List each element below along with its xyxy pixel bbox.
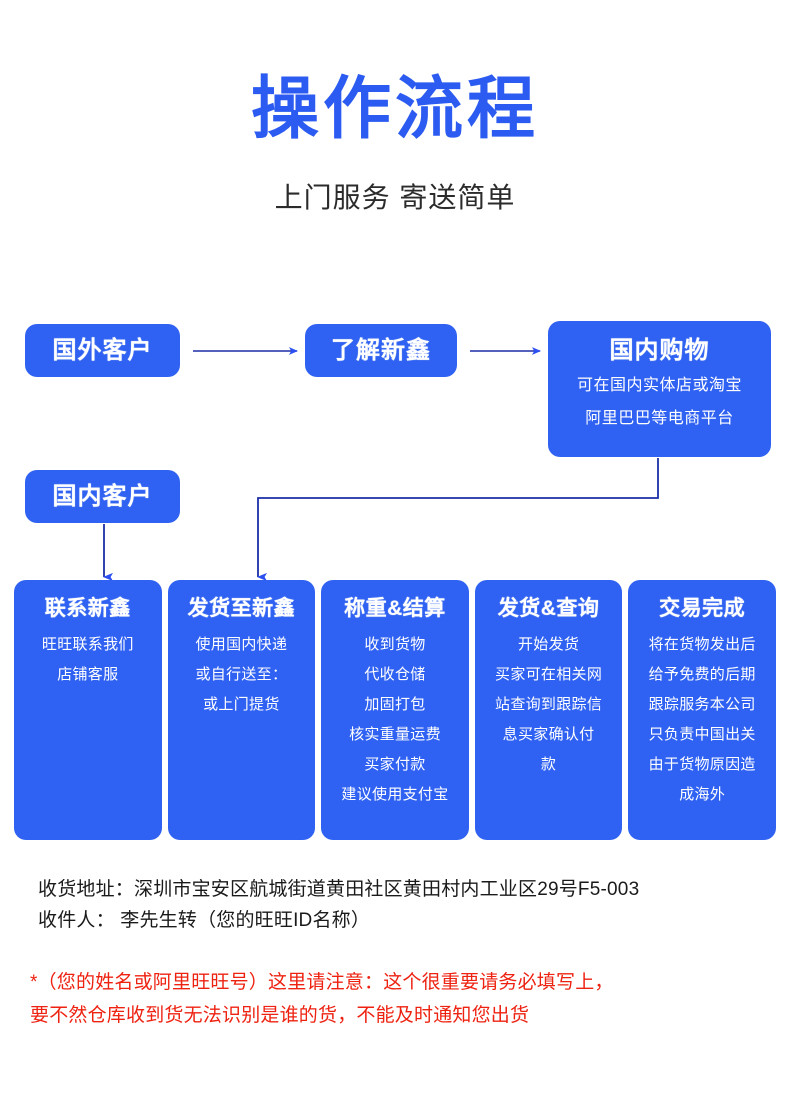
step-card-weigh-settle[interactable]: 称重&结算 收到货物 代收仓储 加固打包 核实重量运费 买家付款 建议使用支付宝 — [321, 580, 469, 840]
warning-line: 要不然仓库收到货无法识别是谁的货，不能及时通知您出货 — [30, 1005, 530, 1026]
step-card-line: 或自行送至： — [195, 666, 288, 683]
step-card-line: 开始发货 — [517, 636, 580, 653]
step-card-complete[interactable]: 交易完成 将在货物发出后 给予免费的后期 跟踪服务本公司 只负责中国出关 由于货… — [628, 580, 776, 840]
flow-node-learn-xinxin[interactable]: 了解新鑫 — [305, 324, 457, 377]
warning-line: *（您的姓名或阿里旺旺号）这里请注意：这个很重要请务必填写上， — [30, 972, 614, 993]
flow-node-foreign-customer[interactable]: 国外客户 — [25, 324, 180, 377]
flow-node-domestic-customer[interactable]: 国内客户 — [25, 470, 180, 523]
flow-node-title: 国内客户 — [52, 483, 153, 510]
step-card-ship-track[interactable]: 发货&查询 开始发货 买家可在相关网 站查询到跟踪信 息买家确认付 款 — [474, 580, 623, 840]
step-card-line: 给予免费的后期 — [648, 666, 756, 683]
step-card-row: 联系新鑫 旺旺联系我们 店铺客服 发货至新鑫 使用国内快递 或自行送至： 或上门… — [14, 580, 776, 840]
arrow-shopping-to-shipto — [257, 458, 659, 582]
flow-node-domestic-shopping[interactable]: 国内购物 可在国内实体店或淘宝 阿里巴巴等电商平台 — [548, 321, 771, 457]
flow-node-line: 阿里巴巴等电商平台 — [585, 410, 734, 427]
step-card-line: 或上门提货 — [203, 696, 280, 713]
flow-node-line: 可在国内实体店或淘宝 — [576, 377, 742, 394]
page-subtitle: 上门服务 寄送简单 — [274, 182, 516, 213]
step-card-line: 收到货物 — [364, 636, 426, 653]
step-card-title: 称重&结算 — [344, 597, 446, 620]
flow-node-title: 了解新鑫 — [331, 337, 431, 364]
step-card-line: 代收仓储 — [364, 666, 426, 683]
flow-node-title: 国外客户 — [52, 337, 153, 364]
step-card-line: 成海外 — [679, 786, 726, 803]
step-card-title: 联系新鑫 — [44, 597, 131, 620]
page-title: 操作流程 — [250, 71, 539, 147]
step-card-title: 发货至新鑫 — [187, 597, 296, 620]
step-card-line: 息买家确认付 — [502, 726, 595, 743]
step-card-title: 发货&查询 — [497, 597, 600, 620]
warning-note: *（您的姓名或阿里旺旺号）这里请注意：这个很重要请务必填写上， 要不然仓库收到货… — [30, 966, 780, 1032]
recipient-line: 收件人： 李先生转（您的旺旺ID名称） — [38, 910, 371, 931]
step-card-line: 建议使用支付宝 — [341, 786, 449, 803]
step-card-title: 交易完成 — [659, 597, 746, 620]
step-card-line: 站查询到跟踪信 — [495, 696, 603, 713]
step-card-line: 跟踪服务本公司 — [648, 696, 756, 713]
step-card-line: 旺旺联系我们 — [41, 636, 134, 653]
step-card-contact[interactable]: 联系新鑫 旺旺联系我们 店铺客服 — [14, 580, 162, 840]
step-card-line: 使用国内快递 — [195, 636, 288, 653]
shipping-address-block: 收货地址：深圳市宝安区航城街道黄田社区黄田村内工业区29号F5-003 收件人：… — [38, 874, 778, 936]
step-card-line: 将在货物发出后 — [648, 636, 756, 653]
step-card-line: 核实重量运费 — [349, 726, 441, 743]
step-card-ship-to[interactable]: 发货至新鑫 使用国内快递 或自行送至： 或上门提货 — [167, 580, 316, 840]
step-card-line: 加固打包 — [364, 696, 426, 713]
step-card-line: 店铺客服 — [57, 666, 119, 683]
flow-node-title: 国内购物 — [609, 337, 710, 364]
step-card-line: 由于货物原因造 — [648, 756, 756, 773]
step-card-line: 买家付款 — [364, 756, 426, 773]
step-card-line: 只负责中国出关 — [648, 726, 756, 743]
step-card-line: 款 — [540, 756, 557, 773]
address-line: 收货地址：深圳市宝安区航城街道黄田社区黄田村内工业区29号F5-003 — [38, 879, 640, 900]
step-card-line: 买家可在相关网 — [495, 666, 603, 683]
